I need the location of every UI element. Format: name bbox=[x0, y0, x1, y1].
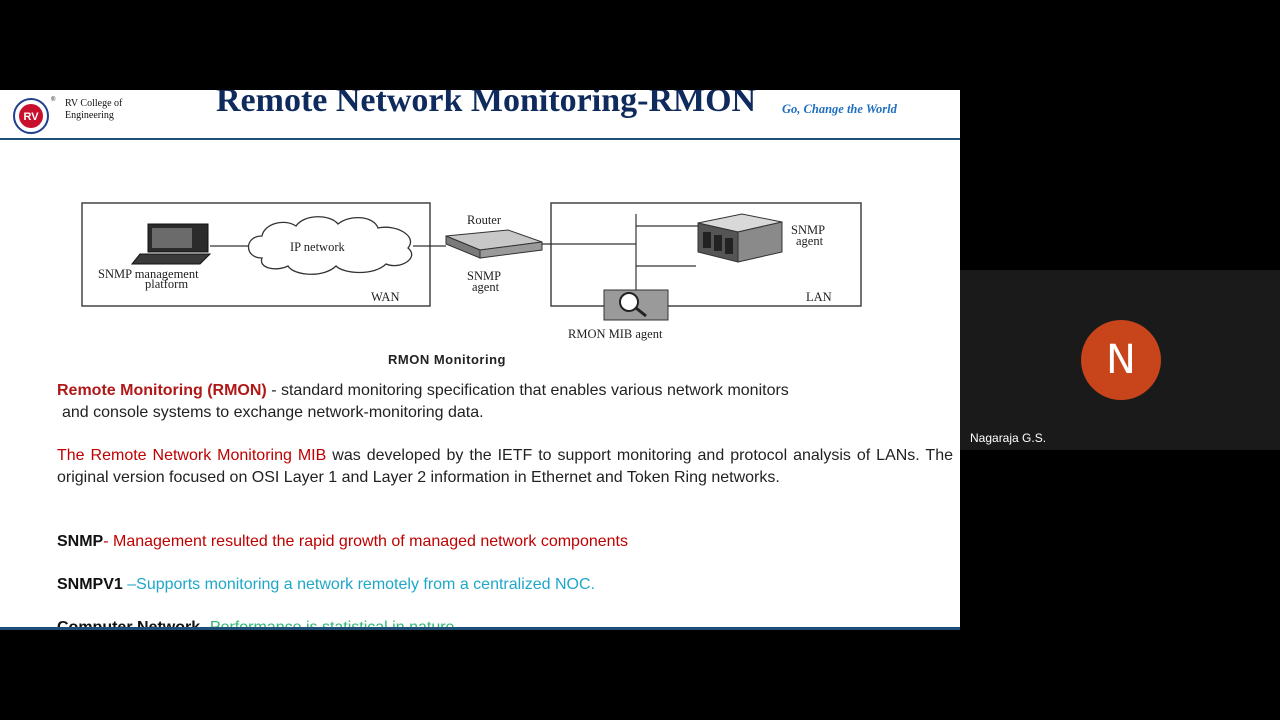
slide-title: Remote Network Monitoring-RMON bbox=[216, 90, 757, 119]
snmp-text: - Management resulted the rapid growth o… bbox=[103, 533, 628, 550]
server-icon bbox=[697, 213, 783, 263]
rmon-mib-term: The Remote Network Monitoring MIB bbox=[57, 447, 327, 464]
snmpv1-term: SNMPV1 bbox=[57, 576, 123, 593]
lan-agent-line1: SNMP bbox=[791, 223, 825, 237]
college-name-line1: RV College of bbox=[65, 98, 123, 109]
participant-tile[interactable]: N Nagaraja G.S. bbox=[960, 270, 1280, 450]
college-name-line2: Engineering bbox=[65, 110, 114, 121]
rmon-agent-label: RMON MIB agent bbox=[568, 327, 663, 341]
college-logo: RV ® bbox=[13, 96, 56, 134]
diagram-caption: RMON Monitoring bbox=[388, 352, 506, 367]
rmon-probe-icon bbox=[603, 289, 669, 321]
router-label: Router bbox=[467, 213, 502, 227]
computer-network-term: Computer Network bbox=[57, 619, 201, 630]
rmon-term: Remote Monitoring (RMON) bbox=[57, 382, 267, 399]
router-agent-line2: agent bbox=[472, 280, 500, 294]
wan-label: WAN bbox=[371, 290, 399, 304]
snmp-term: SNMP bbox=[57, 533, 104, 550]
lan-agent-line2: agent bbox=[796, 234, 824, 248]
paragraph-computer-network: Computer Network- Performance is statist… bbox=[57, 617, 953, 630]
router-icon bbox=[445, 229, 543, 259]
slide-bottom-border bbox=[0, 627, 960, 630]
cloud-icon bbox=[247, 216, 413, 275]
router-agent-line1: SNMP bbox=[467, 269, 501, 283]
lan-label: LAN bbox=[806, 290, 832, 304]
college-name: RV College of Engineering bbox=[65, 98, 145, 122]
rmon-diagram: SNMP management platform IP network WAN … bbox=[81, 202, 862, 341]
mgmt-label-line1: SNMP management bbox=[98, 267, 199, 281]
paragraph-rmon-mib: The Remote Network Monitoring MIB was de… bbox=[57, 445, 953, 488]
tagline: Go, Change the World bbox=[782, 102, 897, 116]
rmon-definition-continued: and console systems to exchange network-… bbox=[62, 403, 484, 421]
rmon-mib-text: was developed by the IETF to support mon… bbox=[57, 447, 953, 486]
presentation-slide: RV ® RV College of Engineering Remote Ne… bbox=[0, 90, 960, 630]
ip-network-label: IP network bbox=[290, 240, 345, 254]
slide-header: RV ® RV College of Engineering Remote Ne… bbox=[0, 90, 960, 140]
paragraph-rmon-definition: Remote Monitoring (RMON) - standard moni… bbox=[57, 380, 953, 423]
rmon-definition: - standard monitoring specification that… bbox=[266, 382, 789, 399]
computer-network-text: - Performance is statistical in nature bbox=[200, 619, 455, 630]
paragraph-snmpv1: SNMPV1 –Supports monitoring a network re… bbox=[57, 574, 953, 596]
computer-icon bbox=[130, 223, 212, 265]
logo-text: RV bbox=[23, 111, 39, 123]
svg-text:®: ® bbox=[51, 96, 56, 103]
participant-name: Nagaraja G.S. bbox=[970, 431, 1047, 445]
snmpv1-text: –Supports monitoring a network remotely … bbox=[122, 576, 595, 593]
participant-avatar: N bbox=[1081, 320, 1161, 400]
mgmt-label-line2: platform bbox=[145, 277, 188, 291]
paragraph-snmp: SNMP- Management resulted the rapid grow… bbox=[57, 531, 953, 553]
